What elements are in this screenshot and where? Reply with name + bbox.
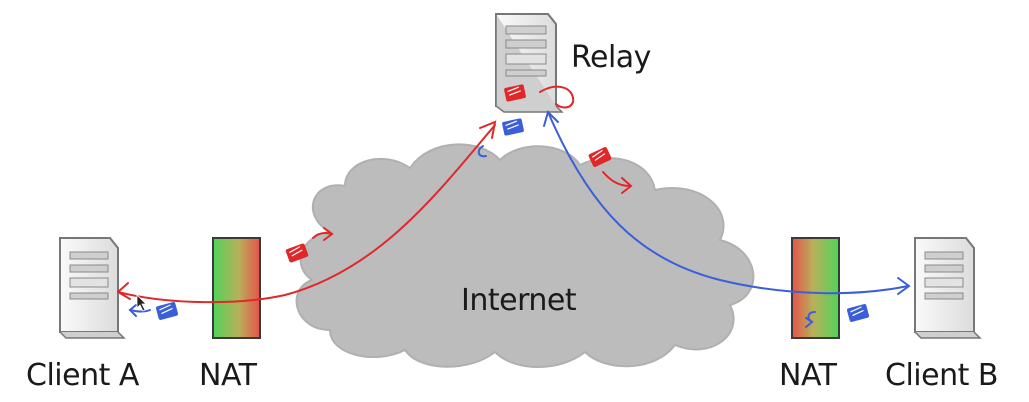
red-path-a-to-relay [117,85,633,304]
nat-a-label: NAT [199,358,257,393]
packet-icon [588,147,612,167]
nat-b-firewall-icon [791,237,840,339]
internet-label: Internet [461,283,577,318]
internet-cloud-icon [295,143,755,368]
packet-icon [502,118,524,136]
relay-label: Relay [571,40,651,75]
client-a-label: Client A [26,358,139,393]
client-a-server-icon [59,237,126,339]
client-b-server-icon [914,237,982,339]
blue-path-relay-to-b [128,110,911,328]
packet-icon [504,84,526,102]
nat-a-firewall-icon [212,237,261,339]
packet-icon [285,243,309,263]
cursor-icon [136,294,147,312]
client-b-label: Client B [885,358,998,393]
nat-b-label: NAT [779,358,837,393]
packet-icon [155,302,179,320]
packet-icon [846,304,870,322]
